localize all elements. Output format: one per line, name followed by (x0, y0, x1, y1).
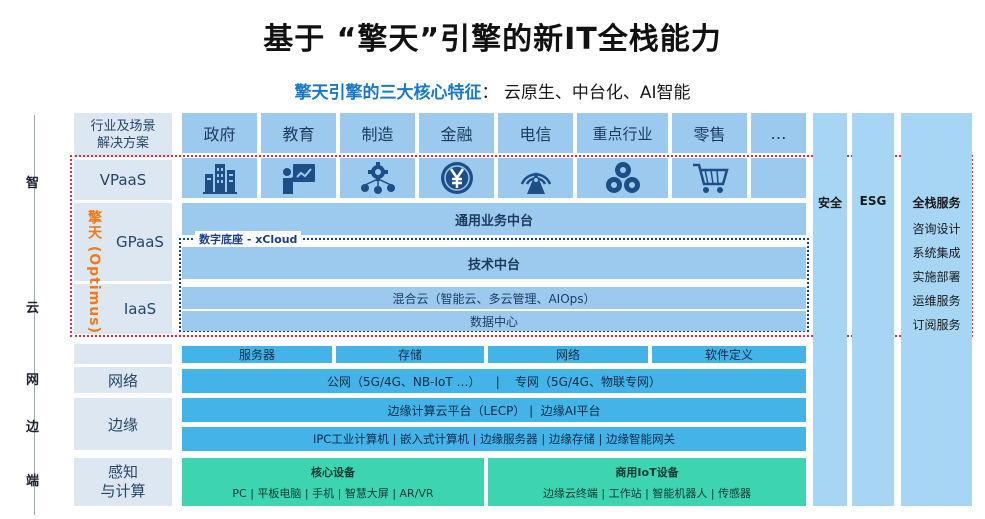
iot-devices-items: 边缘云终端 | 工作站 | 智能机器人 | 传感器 (542, 486, 752, 500)
cluster-icon (605, 162, 640, 193)
vpaas-icon-cell-2 (261, 158, 336, 198)
vpaas-icon-cell-empty (751, 158, 806, 198)
left-spacer (74, 344, 172, 364)
industry-manufacturing: 制造 (340, 113, 415, 153)
engine-label: 擎天 (Optimus) (86, 210, 102, 334)
security-label: 安全 (817, 196, 842, 210)
fullstack-column (901, 113, 972, 506)
engine-dotted-frame (70, 155, 973, 337)
security-column (813, 113, 847, 506)
infra-network: 网络 (488, 346, 648, 363)
fullstack-item-deployment: 实施部署 (912, 270, 961, 284)
core-devices-title: 核心设备 (311, 465, 355, 479)
page-title: 基于 “擎天”引擎的新IT全栈能力 (263, 22, 722, 57)
industry-retail: 零售 (672, 113, 747, 153)
xcloud-label: 数字底座 - xCloud (195, 231, 302, 247)
fullstack-title: 全栈服务 (912, 196, 961, 210)
infra-software-defined: 软件定义 (652, 346, 806, 363)
vpaas-icon-cell-3 (340, 158, 415, 198)
infra-storage: 存储 (336, 346, 484, 363)
subtitle-highlight: 擎天引擎的三大核心特征 (294, 83, 482, 103)
hybrid-cloud: 混合云（智能云、多云管理、AIOps） (182, 287, 806, 309)
edge-hardware-row: IPC工业计算机 | 嵌入式计算机 | 边缘服务器 | 边缘存储 | 边缘智能网… (182, 427, 806, 451)
label-edge: 边缘 (74, 398, 172, 450)
label-vpaas: VPaaS (74, 160, 172, 200)
label-industry-solutions: 行业及场景 解决方案 (74, 113, 172, 157)
label-network: 网络 (74, 367, 172, 393)
industry-finance: 金融 (419, 113, 494, 153)
gears-network-icon (360, 162, 395, 194)
presenter-icon (282, 164, 315, 194)
network-row: 公网（5G/4G、NB-IoT …） | 专网（5G/4G、物联专网） (182, 369, 806, 393)
buildings-icon (202, 164, 237, 194)
axis-label-wang: 网 (26, 373, 40, 388)
label-sense-compute: 感知 与计算 (74, 458, 172, 506)
fullstack-item-subscription: 订阅服务 (912, 318, 961, 332)
vertical-axis-line (34, 115, 35, 515)
data-center: 数据中心 (182, 311, 806, 331)
esg-column (852, 113, 894, 506)
label-gpaas: GPaaS (74, 203, 172, 281)
core-devices: 核心设备 PC | 平板电脑 | 手机 | 智慧大屏 | AR/VR (182, 458, 484, 506)
vpaas-icon-cell-1 (182, 158, 257, 198)
xcloud-dotted-frame (179, 238, 809, 332)
subtitle-rest: ： 云原生、中台化、AI智能 (481, 83, 691, 103)
axis-label-bian: 边 (26, 420, 40, 435)
iot-devices-title: 商用IoT设备 (615, 465, 679, 479)
yen-coin-icon (440, 162, 473, 194)
common-business-platform: 通用业务中台 (182, 203, 806, 235)
vpaas-icon-cell-5 (498, 158, 573, 198)
infra-server: 服务器 (182, 346, 332, 363)
iot-devices: 商用IoT设备 边缘云终端 | 工作站 | 智能机器人 | 传感器 (488, 458, 806, 506)
edge-platform-row: 边缘计算云平台（LECP） | 边缘AI平台 (182, 398, 806, 422)
vpaas-icon-cell-7 (672, 158, 747, 198)
label-iaas: IaaS (74, 284, 172, 334)
core-devices-items: PC | 平板电脑 | 手机 | 智慧大屏 | AR/VR (232, 486, 434, 500)
industry-telecom: 电信 (498, 113, 573, 153)
industry-government: 政府 (182, 113, 257, 153)
esg-label: ESG (859, 194, 887, 208)
fullstack-item-consulting: 咨询设计 (912, 222, 961, 236)
industry-more: … (751, 113, 806, 153)
axis-label-yun: 云 (26, 301, 40, 316)
axis-label-zhi: 智 (26, 176, 40, 191)
shopping-cart-icon (692, 163, 729, 193)
industry-education: 教育 (261, 113, 336, 153)
vpaas-icon-cell-4 (419, 158, 494, 198)
fullstack-item-integration: 系统集成 (912, 246, 961, 260)
signal-tower-icon (520, 172, 551, 194)
tech-platform: 技术中台 (182, 247, 806, 279)
page-subtitle: 擎天引擎的三大核心特征： 云原生、中台化、AI智能 (0, 78, 985, 103)
fullstack-item-operations: 运维服务 (912, 294, 961, 308)
vpaas-icon-cell-6 (577, 158, 668, 198)
axis-label-duan: 端 (26, 474, 40, 489)
industry-key-industries: 重点行业 (577, 113, 668, 153)
